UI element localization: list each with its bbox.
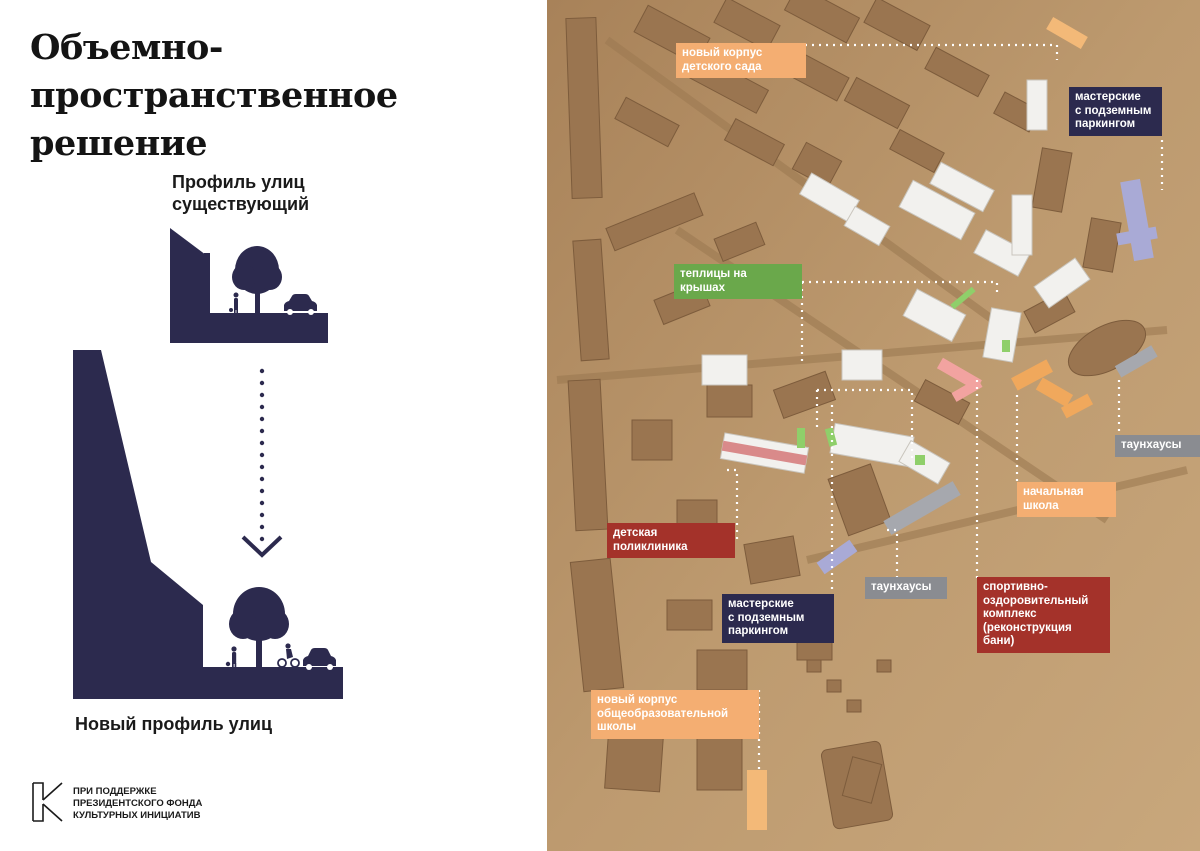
page-title: Объемно-пространственное решение bbox=[30, 24, 540, 168]
ground-strip bbox=[170, 313, 328, 343]
title-line-1: Объемно-пространственное bbox=[30, 27, 398, 116]
tree-icon bbox=[229, 587, 289, 670]
pedestrian-icon bbox=[229, 292, 239, 314]
label-townhouses-right: таунхаусы bbox=[1115, 435, 1200, 457]
transition-arrow-icon bbox=[241, 368, 283, 558]
foundation-logo-icon bbox=[32, 782, 63, 822]
existing-profile-label: Профиль улиц существующий bbox=[172, 172, 310, 214]
title-line-2: решение bbox=[30, 123, 207, 164]
house-silhouette bbox=[170, 228, 210, 318]
existing-street-profile-illustration bbox=[170, 228, 328, 343]
car-icon bbox=[284, 294, 317, 315]
left-panel: Объемно-пространственное решение Профиль… bbox=[0, 0, 547, 851]
label-townhouses-center: таунхаусы bbox=[865, 577, 947, 599]
foundation-support-text: ПРИ ПОДДЕРЖКЕ ПРЕЗИДЕНТСКОГО ФОНДА КУЛЬТ… bbox=[73, 786, 203, 821]
ground-strip bbox=[73, 667, 343, 699]
tall-building-silhouette bbox=[73, 350, 203, 672]
new-street-profile-illustration bbox=[73, 350, 343, 699]
site-model-image bbox=[547, 0, 1200, 851]
tree-icon bbox=[232, 246, 282, 315]
cyclist-icon bbox=[277, 643, 300, 668]
new-profile-label: Новый профиль улиц bbox=[75, 714, 273, 734]
car-icon bbox=[303, 648, 336, 670]
pedestrian-icon bbox=[225, 646, 237, 668]
